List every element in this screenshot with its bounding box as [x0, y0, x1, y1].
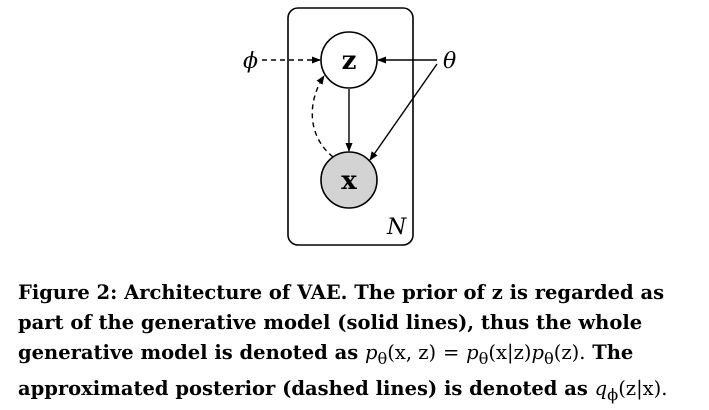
latent-node: [320, 31, 378, 89]
caption-line-4: approximated posterior (dashed lines) is…: [18, 374, 696, 410]
observed-node: [320, 151, 378, 209]
plate: [287, 7, 414, 246]
phi-label: ϕ: [243, 49, 258, 74]
factorized-distribution: pθ(x|z)pθ(z).: [466, 341, 586, 368]
caption-line-1: Figure 2: Architecture of VAE. The prior…: [18, 281, 665, 304]
caption-line-3-end: The: [592, 341, 634, 364]
figure-caption: Figure 2: Architecture of VAE. The prior…: [18, 278, 696, 410]
plate-label: N: [386, 215, 407, 240]
latent-node-label: z: [342, 46, 357, 76]
joint-distribution: pθ(x, z): [365, 341, 437, 368]
edge-theta-to-observed: [369, 63, 438, 161]
posterior-distribution: qϕ(z|x).: [594, 376, 668, 404]
caption-line-3: generative model is denoted as pθ(x, z) …: [18, 338, 696, 374]
edge-observed-to-latent: [311, 75, 334, 158]
caption-line-4-text: approximated posterior (dashed lines) is…: [18, 376, 588, 400]
caption-line-2: part of the generative model (solid line…: [18, 311, 643, 334]
vae-diagram: N z x ϕ θ: [243, 7, 456, 246]
equals-sign: =: [442, 341, 460, 364]
theta-label: θ: [443, 49, 456, 74]
caption-line-3-text: generative model is denoted as: [18, 341, 359, 364]
observed-node-label: x: [341, 166, 357, 196]
